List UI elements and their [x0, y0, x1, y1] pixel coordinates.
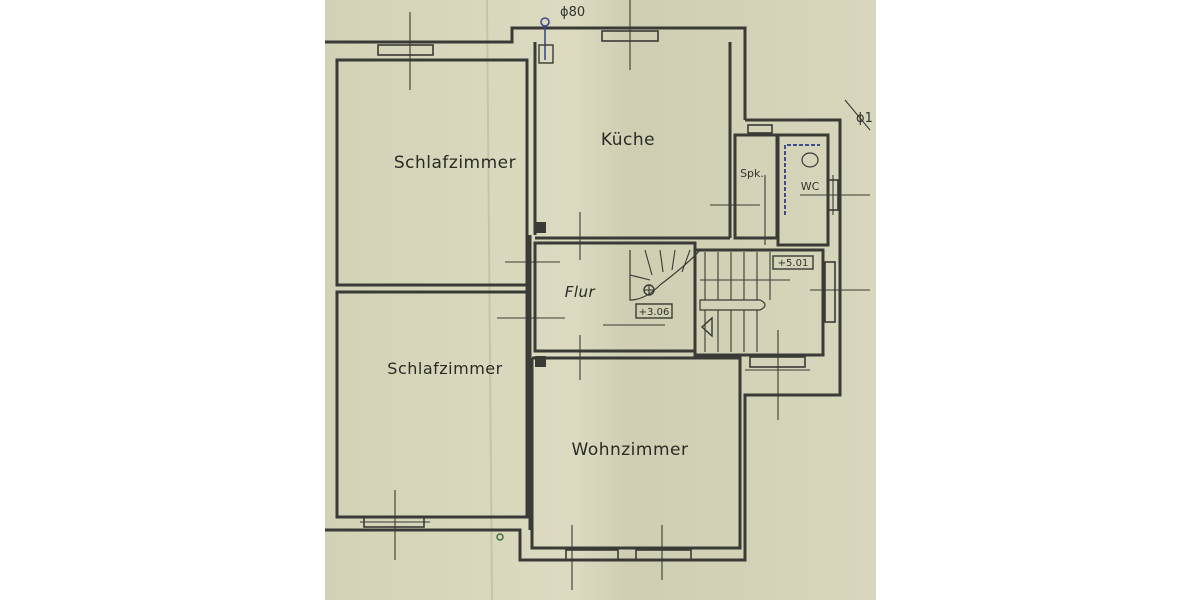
marker-dot-icon [496, 533, 504, 541]
chimney-flue-top [538, 17, 554, 64]
room-label-schlafzimmer-bottom: Schlafzimmer [387, 359, 502, 378]
stair-arrow-icon [700, 316, 713, 338]
stair-well [693, 248, 825, 357]
dimension-crosses [360, 0, 871, 590]
level-label-flur: +3.06 [639, 307, 670, 318]
room-label-wc: WC [801, 180, 820, 193]
schlafzimmer-bottom-room [335, 290, 529, 519]
room-label-wohnzimmer: Wohnzimmer [572, 440, 689, 460]
room-label-kueche: Küche [601, 130, 655, 150]
staircase [629, 249, 790, 352]
schlafzimmer-top-room [335, 58, 529, 287]
flue-square-icon [535, 356, 546, 367]
level-box-flur [635, 303, 673, 319]
room-label-flur: Flur [565, 283, 596, 301]
annotation-chimney-right: ϕ1 [856, 111, 873, 126]
level-label-stair: +5.01 [778, 258, 809, 269]
paper-fold [486, 0, 493, 600]
wc-fixtures [784, 144, 820, 215]
paper-sheet [325, 0, 876, 600]
room-label-schlafzimmer-top: Schlafzimmer [394, 153, 516, 173]
room-label-spk: Spk. [740, 167, 764, 180]
level-box-stair [772, 255, 814, 270]
flue-square-icon [535, 222, 546, 233]
annotation-chimney-top: ϕ80 [560, 5, 585, 20]
wohnzimmer-room [530, 356, 742, 550]
walls [325, 26, 842, 562]
